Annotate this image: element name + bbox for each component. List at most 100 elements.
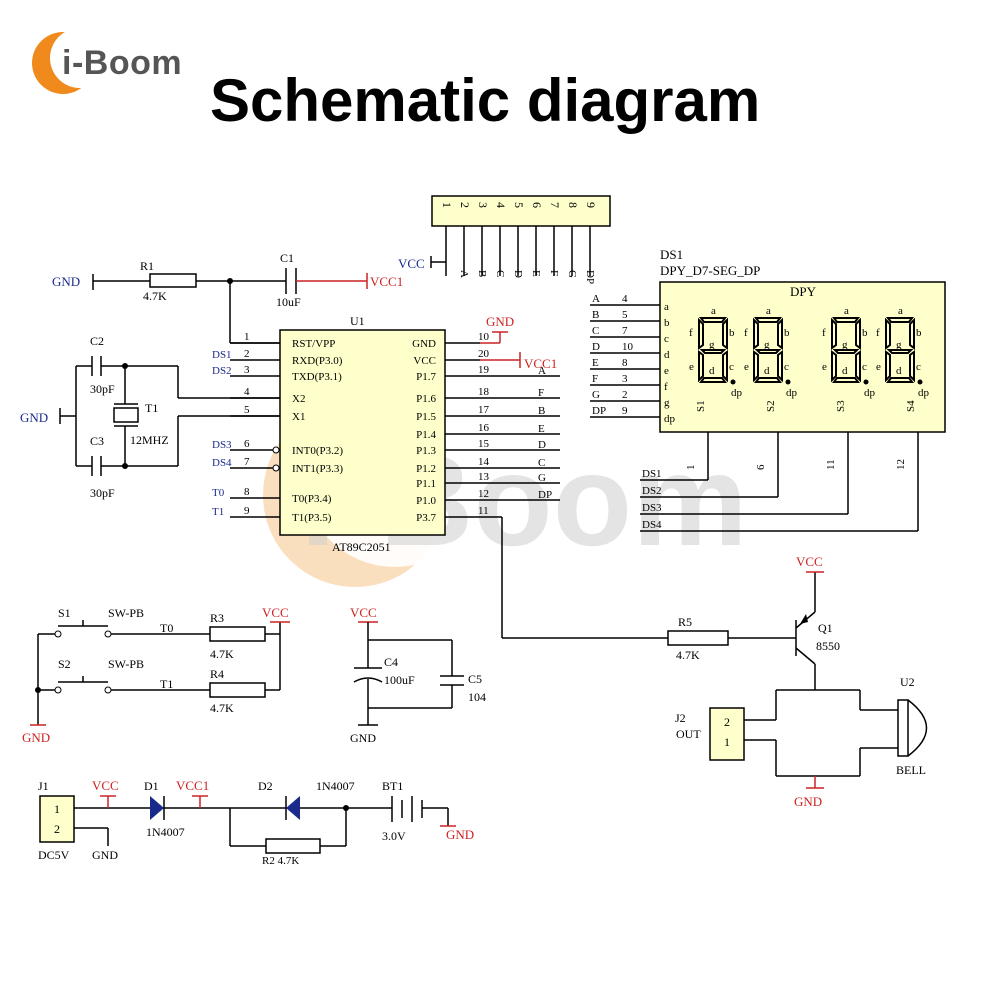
logo-crescent-icon bbox=[32, 28, 110, 94]
header-net-label: D bbox=[512, 270, 524, 278]
crystal-oscillator: GND C2 30pF C3 30pF T1 12MHZ bbox=[20, 334, 280, 500]
u1-right-pin-name: P1.3 bbox=[416, 445, 436, 457]
t1-ref: T1 bbox=[145, 401, 158, 415]
u1-right-net: A bbox=[538, 365, 546, 377]
svg-text:d: d bbox=[842, 365, 848, 377]
net-gnd-label: GND bbox=[52, 274, 80, 289]
bt1-gnd-net: GND bbox=[446, 827, 474, 842]
svg-text:g: g bbox=[709, 339, 715, 351]
u1-left-pin-name: X2 bbox=[292, 393, 305, 405]
j1-pin-2: 2 bbox=[54, 822, 60, 836]
header-pin-number: 7 bbox=[548, 202, 562, 208]
header-net-label: A bbox=[458, 270, 470, 278]
resistor-r3 bbox=[209, 626, 266, 642]
u1-right-pin-number: 15 bbox=[478, 438, 490, 450]
r3-value: 4.7K bbox=[210, 647, 234, 661]
q1-value: 8550 bbox=[816, 639, 840, 653]
header-pin-number: 8 bbox=[566, 202, 580, 208]
r4-value: 4.7K bbox=[210, 701, 234, 715]
ds1-pin-seg: b bbox=[664, 317, 670, 329]
svg-text:c: c bbox=[784, 361, 789, 373]
svg-text:c: c bbox=[862, 361, 867, 373]
u1-left-pin-number: 9 bbox=[244, 505, 250, 517]
c5-ref: C5 bbox=[468, 672, 482, 686]
ds1-pin-net: DP bbox=[592, 405, 606, 417]
ds1-pin-seg: g bbox=[664, 397, 670, 409]
u1-right-pin-number: 10 bbox=[478, 331, 490, 343]
cap-vcc-net: VCC bbox=[350, 605, 377, 620]
j2-pin-2: 2 bbox=[724, 715, 730, 729]
svg-text:a: a bbox=[844, 305, 849, 317]
j1-gnd-net: GND bbox=[92, 848, 118, 862]
u2-ref: U2 bbox=[900, 675, 915, 689]
u1-part: AT89C2051 bbox=[332, 540, 391, 554]
resistor-r1 bbox=[149, 273, 197, 288]
d1-ref: D1 bbox=[144, 779, 159, 793]
u1-right-net: F bbox=[538, 387, 544, 399]
resistor-r5 bbox=[667, 630, 729, 646]
c4-ref: C4 bbox=[384, 655, 398, 669]
svg-text:c: c bbox=[916, 361, 921, 373]
u1-left-net: DS3 bbox=[212, 439, 232, 451]
r2-value: R2 4.7K bbox=[262, 855, 299, 867]
u1-right-net: B bbox=[538, 405, 545, 417]
j2-value: OUT bbox=[676, 727, 701, 741]
net-vcc1-label: VCC1 bbox=[370, 274, 403, 289]
u1-left-pin-name: X1 bbox=[292, 411, 305, 423]
page-title: Schematic diagram bbox=[210, 67, 761, 134]
svg-text:d: d bbox=[709, 365, 715, 377]
ds1-ref: DS1 bbox=[660, 247, 683, 262]
ds1-pin-seg: f bbox=[664, 381, 668, 393]
u1-left-pin-name: RST/VPP bbox=[292, 338, 335, 350]
u1-right-pin-name: P1.0 bbox=[416, 495, 436, 507]
svg-text:a: a bbox=[766, 305, 771, 317]
ds1-pin-seg: c bbox=[664, 333, 669, 345]
header-net-label: F bbox=[548, 270, 560, 276]
ds1-pin-net: D bbox=[592, 341, 600, 353]
ds1-pin-number: 9 bbox=[622, 405, 628, 417]
svg-text:e: e bbox=[876, 361, 881, 373]
header-net-label: C bbox=[494, 270, 506, 277]
ds1-pin-net: F bbox=[592, 373, 598, 385]
s2-net: T1 bbox=[160, 677, 173, 691]
d1-vcc1-net: VCC1 bbox=[176, 778, 209, 793]
header-pin-number: 9 bbox=[584, 202, 598, 208]
u1-left-pin-name: T0(P3.4) bbox=[292, 493, 332, 505]
u1-left-pin-number: 6 bbox=[244, 438, 250, 450]
header-pin-number: 1 bbox=[440, 202, 454, 208]
u1-inversion-bubble bbox=[272, 446, 280, 454]
u1-left-pin-number: 4 bbox=[244, 386, 250, 398]
r5-ref: R5 bbox=[678, 615, 692, 629]
header-net-label: G bbox=[566, 270, 578, 278]
c4-value: 100uF bbox=[384, 673, 415, 687]
u1-right-net: G bbox=[538, 472, 546, 484]
u1-right-pin-number: 17 bbox=[478, 404, 490, 416]
net-vcc-label: VCC bbox=[398, 256, 425, 271]
u1-left-pin-name: RXD(P3.0) bbox=[292, 355, 343, 367]
c2-value: 30pF bbox=[90, 382, 115, 396]
r3-ref: R3 bbox=[210, 611, 224, 625]
header-net-label: DP bbox=[584, 270, 596, 284]
u1-vcc1-net: VCC1 bbox=[524, 356, 557, 371]
sw-vcc-net: VCC bbox=[262, 605, 289, 620]
ds1-pin-number: 8 bbox=[622, 357, 628, 369]
ds1-pin-number: 3 bbox=[622, 373, 628, 385]
ds1-pin-net: E bbox=[592, 357, 599, 369]
header-pin-number: 6 bbox=[530, 202, 544, 208]
switch-network: S1 SW-PB T0 S2 SW-PB T1 GND R3 4.7K R4 4… bbox=[22, 605, 290, 745]
svg-text:d: d bbox=[764, 365, 770, 377]
u1-right-pin-name: P1.5 bbox=[416, 411, 436, 423]
ds1-common-net: DS4 bbox=[642, 519, 662, 531]
cap-gnd-net: GND bbox=[350, 731, 376, 745]
svg-text:b: b bbox=[784, 327, 790, 339]
u1-right-pin-name: P1.4 bbox=[416, 429, 436, 441]
ds1-pin-seg: e bbox=[664, 365, 669, 377]
s1-value: SW-PB bbox=[108, 606, 144, 620]
d1-value: 1N4007 bbox=[146, 825, 185, 839]
